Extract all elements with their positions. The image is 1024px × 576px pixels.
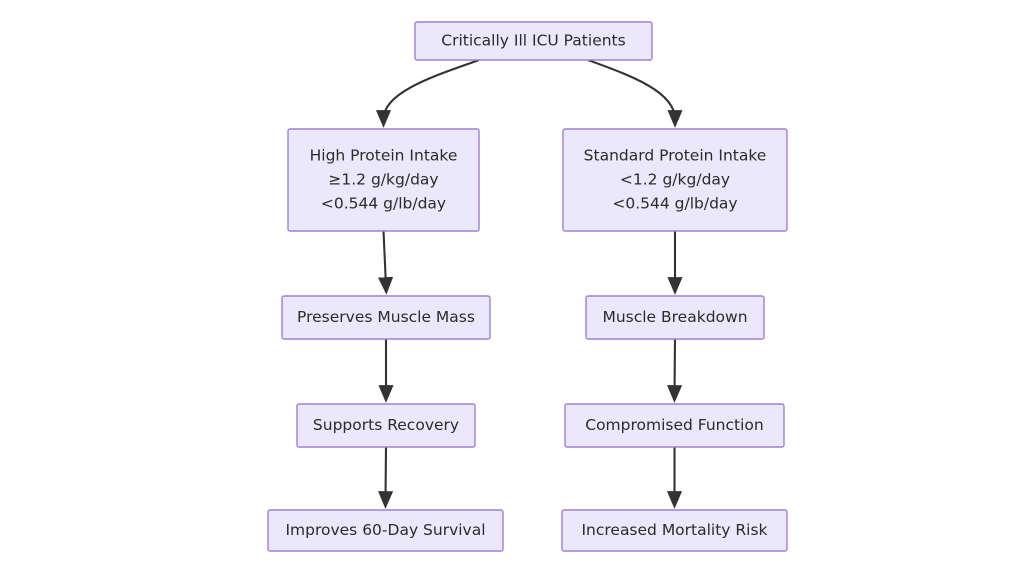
node-box-root xyxy=(414,21,653,61)
node-label-standard_protein-line-2: <1.2 g/kg/day xyxy=(620,171,730,189)
node-box-preserves_muscle xyxy=(281,295,491,340)
node-box-standard_protein xyxy=(562,128,788,232)
node-box-muscle_breakdown xyxy=(585,295,765,340)
node-label-compromised_function: Compromised Function xyxy=(585,416,763,434)
node-box-increased_mortality xyxy=(561,509,788,552)
node-label-high_protein-line-2: ≥1.2 g/kg/day xyxy=(328,171,438,189)
node-label-standard_protein-line-1: Standard Protein Intake xyxy=(584,147,767,165)
node-label-muscle_breakdown: Muscle Breakdown xyxy=(602,308,747,326)
node-label-preserves_muscle: Preserves Muscle Mass xyxy=(297,308,475,326)
edge-root-to-high_protein xyxy=(375,59,480,128)
edge-supports_recovery-to-improves_survival xyxy=(378,446,394,509)
node-label-high_protein-line-3: <0.544 g/lb/day xyxy=(321,195,446,213)
edge-root-to-standard_protein xyxy=(587,59,683,128)
node-supports_recovery[interactable]: Supports Recovery xyxy=(296,403,476,448)
node-label-standard_protein-line-3: <0.544 g/lb/day xyxy=(612,195,737,213)
node-preserves_muscle[interactable]: Preserves Muscle Mass xyxy=(281,295,491,340)
node-label-root: Critically Ill ICU Patients xyxy=(441,32,625,50)
node-increased_mortality[interactable]: Increased Mortality Risk xyxy=(561,509,788,552)
node-label-improves_survival: Improves 60-Day Survival xyxy=(285,521,485,539)
node-box-supports_recovery xyxy=(296,403,476,448)
node-box-improves_survival xyxy=(267,509,504,552)
edge-muscle_breakdown-to-compromised_function xyxy=(667,338,683,403)
node-root[interactable]: Critically Ill ICU Patients xyxy=(414,21,653,61)
node-high_protein[interactable]: High Protein Intake ≥1.2 g/kg/day <0.544 g… xyxy=(287,128,480,232)
node-standard_protein[interactable]: Standard Protein Intake <1.2 g/kg/day <0.5… xyxy=(562,128,788,232)
node-muscle_breakdown[interactable]: Muscle Breakdown xyxy=(585,295,765,340)
node-label-supports_recovery: Supports Recovery xyxy=(313,416,459,434)
node-box-compromised_function xyxy=(564,403,785,448)
edges-layer xyxy=(375,59,683,509)
edge-high_protein-to-preserves_muscle xyxy=(378,230,394,295)
node-box-high_protein xyxy=(287,128,480,232)
node-label-high_protein-line-1: High Protein Intake xyxy=(310,147,458,165)
node-label-increased_mortality: Increased Mortality Risk xyxy=(581,521,767,539)
node-improves_survival[interactable]: Improves 60-Day Survival xyxy=(267,509,504,552)
node-compromised_function[interactable]: Compromised Function xyxy=(564,403,785,448)
